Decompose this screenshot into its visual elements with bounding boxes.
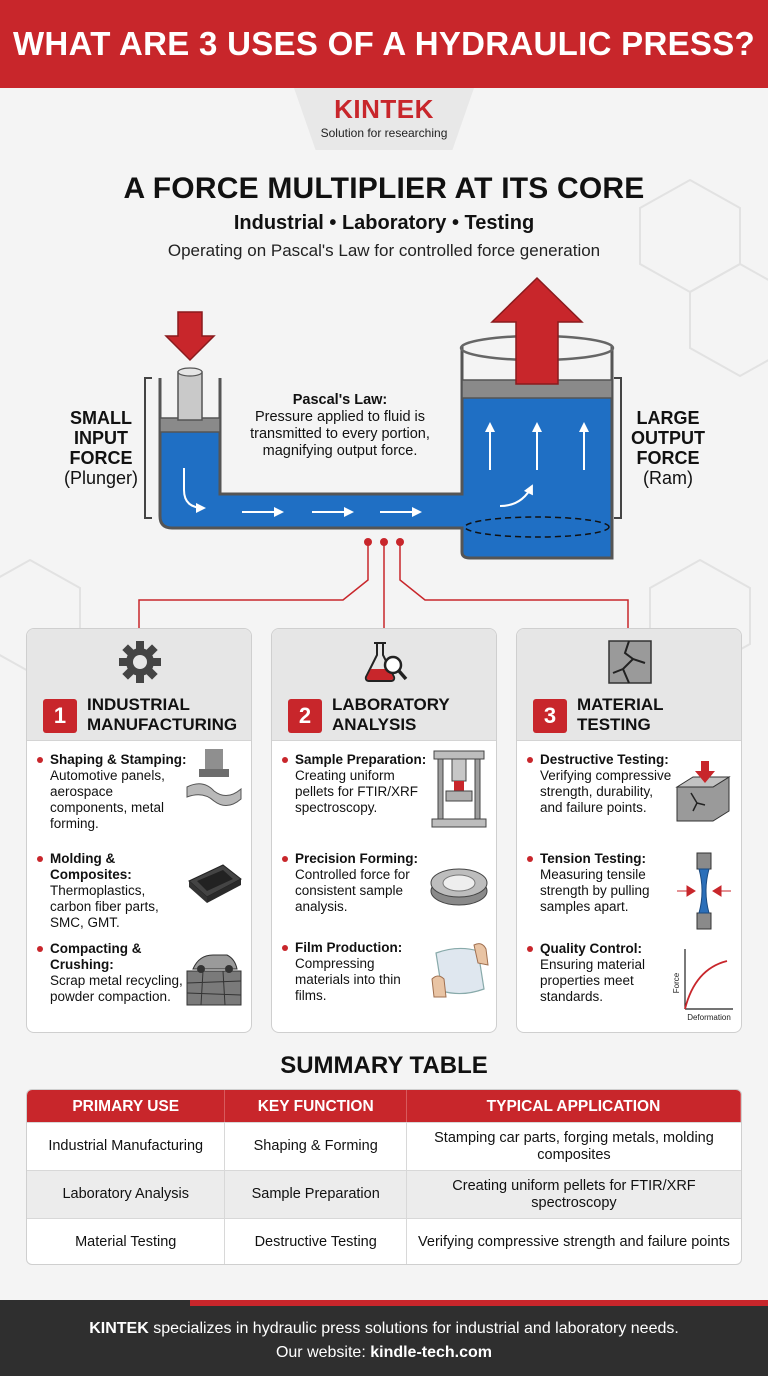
stamping-press-icon: [186, 749, 242, 806]
input-bracket: [144, 377, 152, 519]
small-input-force-label: SMALL INPUT FORCE (Plunger): [63, 408, 139, 488]
pascals-law-text: Pressure applied to fluid is transmitted…: [250, 409, 430, 459]
footer-website: Our website: kindle-tech.com: [275, 1344, 493, 1361]
graph-y-label: Force: [672, 972, 681, 993]
footer-statement: KINTEK specializes in hydraulic press so…: [89, 1320, 679, 1337]
card-laboratory-analysis: 2 LABORATORY ANALYSIS Sample Preparation…: [271, 628, 497, 1033]
flask-magnifier-icon: [364, 642, 408, 682]
card-title: LABORATORY ANALYSIS: [332, 695, 450, 734]
list-item: Precision Forming:Controlled force for c…: [282, 851, 432, 915]
intro-title: A FORCE MULTIPLIER AT ITS CORE: [123, 172, 645, 205]
table-row: Laboratory Analysis Sample Preparation C…: [27, 1170, 741, 1218]
list-item: Molding & Composites:Thermoplastics, car…: [37, 851, 187, 931]
thin-film-icon: [431, 943, 489, 998]
table-cell: Destructive Testing: [225, 1219, 407, 1264]
intro-description: Operating on Pascal's Law for controlled…: [167, 241, 601, 260]
list-item: Film Production:Compressing materials in…: [282, 940, 432, 1004]
list-item: Destructive Testing:Verifying compressiv…: [527, 752, 677, 816]
pellet-press-icon: [431, 750, 487, 828]
card-industrial-manufacturing: 1 INDUSTRIAL MANUFACTURING Shaping & Sta…: [26, 628, 252, 1033]
table-cell: Creating uniform pellets for FTIR/XRF sp…: [452, 1177, 696, 1211]
summary-title: SUMMARY TABLE: [280, 1052, 488, 1079]
table-cell: Industrial Manufacturing: [27, 1123, 226, 1170]
page-header: WHAT ARE 3 USES OF A HYDRAULIC PRESS?: [0, 0, 768, 88]
website-link[interactable]: kindle-tech.com: [370, 1344, 493, 1361]
tension-test-icon: [677, 852, 731, 930]
intro-block: A FORCE MULTIPLIER AT ITS CORE Industria…: [0, 172, 768, 261]
table-cell: Laboratory Analysis: [27, 1171, 226, 1218]
table-header-cell: PRIMARY USE: [27, 1090, 226, 1122]
gear-icon: [119, 641, 161, 683]
page-footer: KINTEK specializes in hydraulic press so…: [0, 1300, 768, 1376]
hydraulic-press-illustration: [138, 276, 629, 628]
force-deformation-graph-icon: Force Deformation: [672, 949, 733, 1022]
list-item: Shaping & Stamping:Automotive panels, ae…: [37, 752, 187, 832]
list-item: Sample Preparation:Creating uniform pell…: [282, 752, 432, 816]
card-title: MATERIAL TESTING: [577, 695, 664, 734]
table-header-row: PRIMARY USE KEY FUNCTION TYPICAL APPLICA…: [27, 1090, 741, 1122]
list-item: Tension Testing:Measuring tensile streng…: [527, 851, 677, 915]
cracked-block-icon: [608, 640, 652, 684]
graph-x-label: Deformation: [687, 1013, 731, 1022]
list-item: Quality Control:Ensuring material proper…: [527, 941, 677, 1005]
molded-part-icon: [188, 864, 242, 903]
output-force-arrow: [490, 276, 584, 385]
table-cell: Sample Preparation: [225, 1171, 407, 1218]
pascals-law-note: Pascal's Law: Pressure applied to fluid …: [240, 392, 440, 460]
footer-accent-bar: [190, 1300, 768, 1306]
card-number: 2: [288, 699, 322, 733]
sample-ring-icon: [430, 868, 488, 906]
summary-table: PRIMARY USE KEY FUNCTION TYPICAL APPLICA…: [26, 1089, 742, 1265]
plunger-rod: [177, 371, 203, 421]
logo-tagline: Solution for researching: [320, 126, 448, 140]
table-row: Industrial Manufacturing Shaping & Formi…: [27, 1122, 741, 1170]
card-title: INDUSTRIAL MANUFACTURING: [87, 695, 238, 734]
output-bracket: [614, 377, 622, 519]
table-header-cell: TYPICAL APPLICATION: [407, 1090, 741, 1122]
table-cell: Shaping & Forming: [225, 1123, 407, 1170]
intro-subtitle: Industrial • Laboratory • Testing: [233, 212, 535, 234]
pascals-law-title: Pascal's Law:: [292, 392, 388, 408]
footer-brand: KINTEK: [89, 1320, 149, 1337]
table-cell: Verifying compressive strength and failu…: [418, 1234, 730, 1250]
hydraulic-fluid: [160, 392, 612, 558]
logo-brand: KINTEK: [334, 94, 434, 124]
crushed-scrap-icon: [186, 954, 242, 1006]
table-cell: Material Testing: [27, 1219, 226, 1264]
table-row: Material Testing Destructive Testing Ver…: [27, 1218, 741, 1264]
compression-test-icon: [675, 761, 731, 822]
card-number: 1: [43, 699, 77, 733]
list-item: Compacting & Crushing:Scrap metal recycl…: [37, 941, 187, 1005]
logo: KINTEK Solution for researching: [294, 88, 474, 150]
card-number: 3: [533, 699, 567, 733]
hydraulic-diagram: SMALL INPUT FORCE (Plunger) LARGE OUTPUT…: [0, 270, 768, 650]
card-material-testing: 3 MATERIAL TESTING Destructive Testing:V…: [516, 628, 742, 1033]
large-output-force-label: LARGE OUTPUT FORCE (Ram): [631, 408, 705, 488]
page-title: WHAT ARE 3 USES OF A HYDRAULIC PRESS?: [12, 25, 756, 62]
table-cell: Stamping car parts, forging metals, mold…: [434, 1129, 714, 1163]
table-header-cell: KEY FUNCTION: [225, 1090, 407, 1122]
input-force-arrow: [164, 311, 216, 362]
